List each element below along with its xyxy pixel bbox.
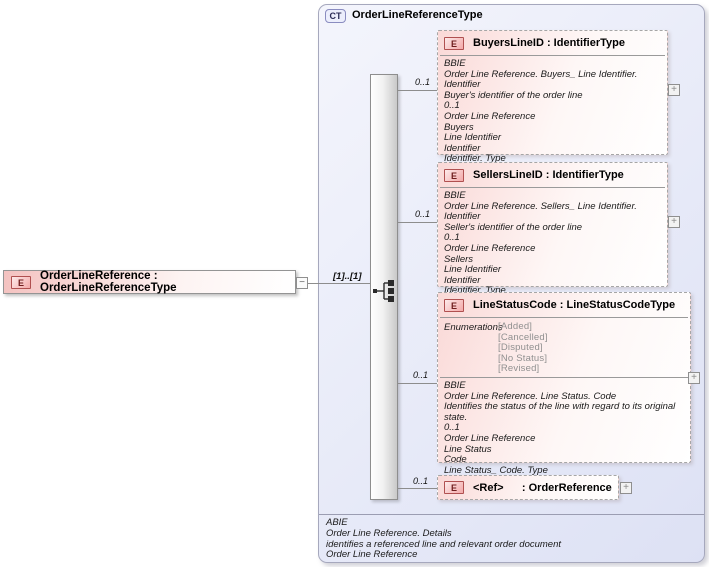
expand-icon[interactable]: + (688, 372, 700, 384)
header-divider (440, 55, 665, 56)
element-header: E BuyersLineID : IdentifierType (438, 31, 667, 55)
section-divider (440, 377, 688, 378)
connector-line-child (398, 383, 437, 384)
element-icon: E (444, 298, 464, 312)
expand-icon[interactable]: + (668, 84, 680, 96)
element-box-buyerslineid[interactable]: E BuyersLineID : IdentifierType BBIE Ord… (437, 30, 668, 164)
sequence-bar[interactable] (370, 74, 398, 500)
enumerations-label: Enumerations (444, 322, 503, 333)
cardinality-label-root: [1]..[1] (333, 271, 362, 282)
header-divider (440, 317, 688, 318)
element-title: BuyersLineID : IdentifierType (473, 37, 625, 49)
expand-icon[interactable]: + (620, 482, 632, 494)
element-title: <Ref> : OrderReference (473, 481, 612, 494)
complex-type-title: OrderLineReferenceType (352, 9, 483, 21)
element-icon: E (444, 481, 464, 494)
root-element-label: OrderLineReference : OrderLineReferenceT… (40, 270, 177, 294)
element-documentation: BBIE Order Line Reference. Sellers_ Line… (444, 190, 637, 297)
cardinality-label: 0..1 (415, 209, 431, 219)
enumeration-values: [Added] [Cancelled] [Disputed] [No Statu… (498, 321, 548, 375)
connector-line-child (398, 90, 437, 91)
cardinality-label: 0..1 (415, 77, 431, 87)
element-icon: E (444, 36, 464, 50)
element-title: LineStatusCode : LineStatusCodeType (473, 299, 676, 311)
header-divider (440, 187, 665, 188)
element-title: SellersLineID : IdentifierType (473, 169, 624, 181)
element-box-linestatuscode[interactable]: E LineStatusCode : LineStatusCodeType En… (437, 292, 691, 476)
element-documentation: BBIE Order Line Reference. Buyers_ Line … (444, 58, 638, 165)
sequence-compositor-icon (373, 280, 394, 302)
element-icon: E (444, 168, 464, 182)
element-header: E LineStatusCode : LineStatusCodeType (438, 293, 690, 317)
element-header: E SellersLineID : IdentifierType (438, 163, 667, 187)
collapse-icon[interactable]: − (296, 277, 308, 289)
element-documentation: BBIE Order Line Reference. Line Status. … (444, 380, 676, 476)
footer-divider (319, 514, 704, 515)
element-box-sellerslineid[interactable]: E SellersLineID : IdentifierType BBIE Or… (437, 162, 668, 296)
root-element-box[interactable]: E OrderLineReference : OrderLineReferenc… (3, 270, 296, 294)
connector-line-child (398, 222, 437, 223)
connector-line-child (398, 488, 437, 489)
element-icon: E (11, 275, 31, 289)
cardinality-label: 0..1 (413, 370, 429, 380)
abie-documentation: ABIE Order Line Reference. Details ident… (326, 517, 562, 561)
expand-icon[interactable]: + (668, 216, 680, 228)
element-header: E <Ref> : OrderReference (438, 476, 618, 499)
connector-line-root (308, 283, 370, 284)
cardinality-label: 0..1 (413, 476, 429, 486)
element-box-ref[interactable]: E <Ref> : OrderReference (437, 475, 619, 500)
complex-type-icon: CT (325, 9, 346, 23)
